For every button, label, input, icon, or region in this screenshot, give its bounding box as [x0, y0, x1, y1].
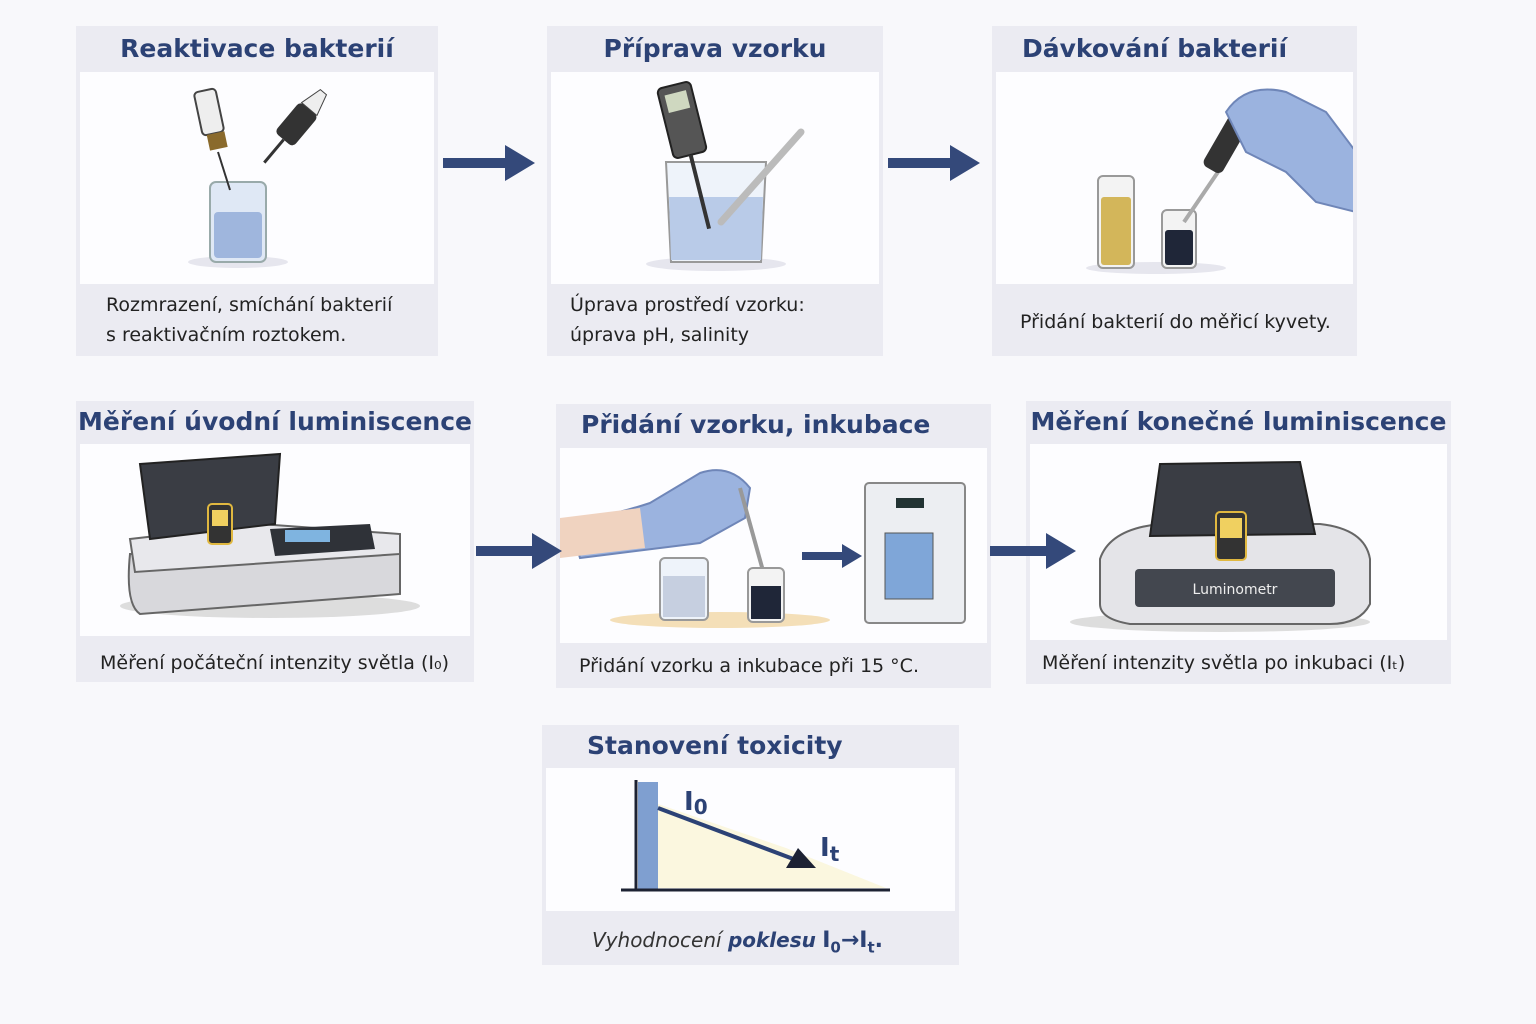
graph-label-it-sub: t: [830, 842, 840, 866]
step-mereni-uvodni: Měření úvodní luminiscence Měření počáte…: [76, 401, 474, 682]
step-title: Stanovení toxicity: [587, 731, 843, 760]
step-caption: Přidání vzorku a inkubace při 15 °C.: [579, 651, 981, 681]
step-title: Dávkování bakterií: [1022, 34, 1288, 63]
graph-label-i0: I: [684, 787, 694, 817]
caption-normal: Vyhodnocení: [592, 928, 728, 952]
svg-text:I0: I0: [684, 787, 708, 819]
formula-arrow: →: [840, 928, 860, 953]
caption-line: Měření intenzity světla po inkubaci (Iₜ): [1042, 652, 1406, 674]
caption-line: s reaktivačním roztokem.: [106, 324, 347, 346]
formula-i0-sub: 0: [830, 938, 841, 957]
step-caption: Přidání bakterií do měřicí kyvety.: [1020, 307, 1347, 337]
step-pridani-inkubace: Přidání vzorku, inkubace Přidání vzorku …: [556, 404, 991, 688]
illustration-luminometer-open: [80, 444, 470, 636]
step-caption: Měření počáteční intenzity světla (I₀): [100, 648, 464, 678]
step-caption: Vyhodnocení poklesu I0→It.: [592, 925, 949, 962]
formula-period: .: [874, 928, 883, 953]
caption-line: Úprava prostředí vzorku:: [570, 294, 805, 316]
svg-text:It: It: [820, 833, 840, 866]
step-title: Měření konečné luminiscence: [1030, 407, 1447, 436]
caption-bold: poklesu: [727, 928, 816, 952]
flow-arrow-2-3: [888, 145, 980, 181]
step-mereni-konecne: Měření konečné luminiscence Luminometr M…: [1026, 401, 1451, 684]
caption-line: Rozmrazení, smíchání bakterií: [106, 294, 393, 316]
graph-label-it: I: [820, 833, 830, 863]
illustration-vial-beaker: [80, 72, 434, 284]
step-caption: Úprava prostředí vzorku: úprava pH, sali…: [570, 290, 873, 350]
flow-arrow-5-6: [990, 533, 1076, 569]
step-title: Přidání vzorku, inkubace: [581, 410, 931, 439]
caption-line: Přidání bakterií do měřicí kyvety.: [1020, 311, 1331, 333]
illustration-ph-meter-beaker: [551, 72, 879, 284]
device-label: Luminometr: [1193, 582, 1278, 598]
graph-label-i0-sub: 0: [694, 795, 708, 819]
step-title: Měření úvodní luminiscence: [77, 407, 472, 436]
step-stanoveni-toxicity: Stanovení toxicity I0 It Vyhodnocení pok…: [542, 725, 959, 965]
formula-it: I: [859, 928, 868, 953]
step-title: Reaktivace bakterií: [120, 34, 394, 63]
step-davkovani: Dávkování bakterií Přidání bakterií do m…: [992, 26, 1357, 356]
step-priprava: Příprava vzorku Úprava prostředí vzorku:…: [547, 26, 883, 356]
step-reaktivace: Reaktivace bakterií Rozmrazení, smíchání…: [76, 26, 438, 356]
illustration-luminometer: Luminometr: [1030, 444, 1447, 640]
flow-arrow-1-2: [443, 145, 535, 181]
step-caption: Měření intenzity světla po inkubaci (Iₜ): [1042, 648, 1441, 678]
illustration-pipette-cuvette: [996, 72, 1357, 284]
flow-arrow-4-5: [476, 533, 562, 569]
caption-line: úprava pH, salinity: [570, 324, 750, 346]
step-title: Příprava vzorku: [603, 34, 827, 63]
formula-it-sub: t: [867, 938, 875, 957]
illustration-sample-incubator: [560, 448, 987, 643]
step-caption: Rozmrazení, smíchání bakterií s reaktiva…: [106, 290, 428, 350]
caption-line: Přidání vzorku a inkubace při 15 °C.: [579, 655, 919, 677]
caption-line: Měření počáteční intenzity světla (I₀): [100, 652, 450, 674]
formula-i0: I: [822, 928, 831, 953]
decline-graph: I0 It: [546, 768, 955, 911]
